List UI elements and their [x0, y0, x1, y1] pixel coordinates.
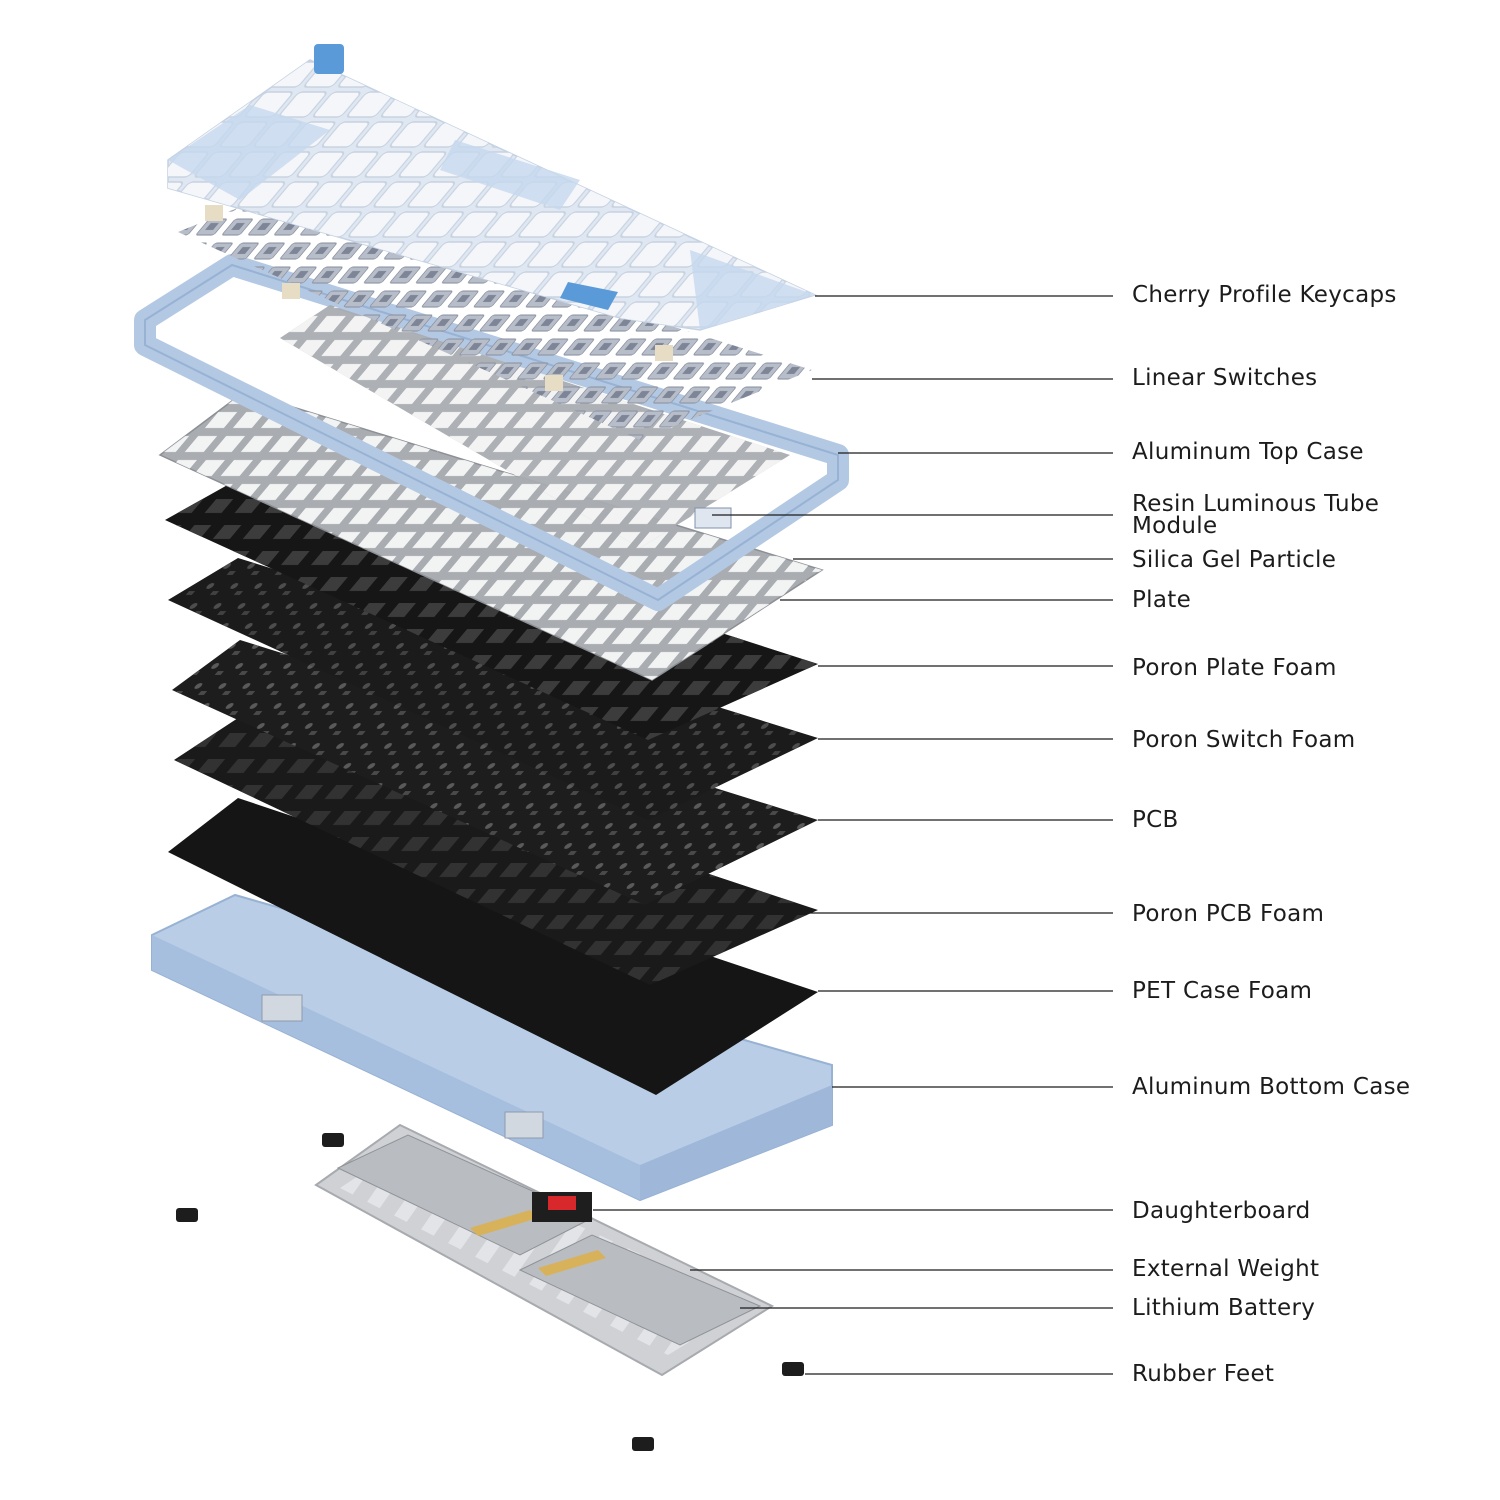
pcb-foam-illustration [174, 718, 818, 985]
label-switches: Linear Switches [1132, 365, 1318, 391]
switch-foam-illustration [168, 558, 818, 820]
rubber-feet-illustration [176, 1133, 804, 1451]
label-plate-foam: Poron Plate Foam [1132, 655, 1337, 681]
label-switch-foam: Poron Switch Foam [1132, 727, 1356, 753]
battery-illustration [336, 1134, 762, 1346]
leader-lines [593, 295, 1113, 1375]
label-silica-gel: Silica Gel Particle [1132, 547, 1337, 573]
daughterboard-illustration [532, 1192, 592, 1222]
label-tube-module: Resin Luminous Tube Module [1132, 491, 1380, 539]
label-external-weight: External Weight [1132, 1256, 1320, 1282]
top-case-illustration [134, 254, 849, 611]
label-keycaps: Cherry Profile Keycaps [1132, 282, 1397, 308]
label-rubber-feet: Rubber Feet [1132, 1361, 1275, 1387]
label-case-foam: PET Case Foam [1132, 978, 1313, 1004]
label-battery: Lithium Battery [1132, 1295, 1316, 1321]
label-bottom-case: Aluminum Bottom Case [1132, 1074, 1411, 1100]
label-pcb-foam: Poron PCB Foam [1132, 901, 1325, 927]
label-daughterboard: Daughterboard [1132, 1198, 1311, 1224]
switches-illustration [178, 198, 812, 440]
label-pcb: PCB [1132, 807, 1179, 833]
label-plate: Plate [1132, 587, 1192, 613]
keycaps-illustration [167, 44, 818, 331]
bottom-case-illustration [151, 893, 833, 1202]
label-top-case: Aluminum Top Case [1132, 439, 1364, 465]
pet-case-foam-illustration [168, 798, 818, 1095]
pcb-illustration [172, 640, 818, 905]
